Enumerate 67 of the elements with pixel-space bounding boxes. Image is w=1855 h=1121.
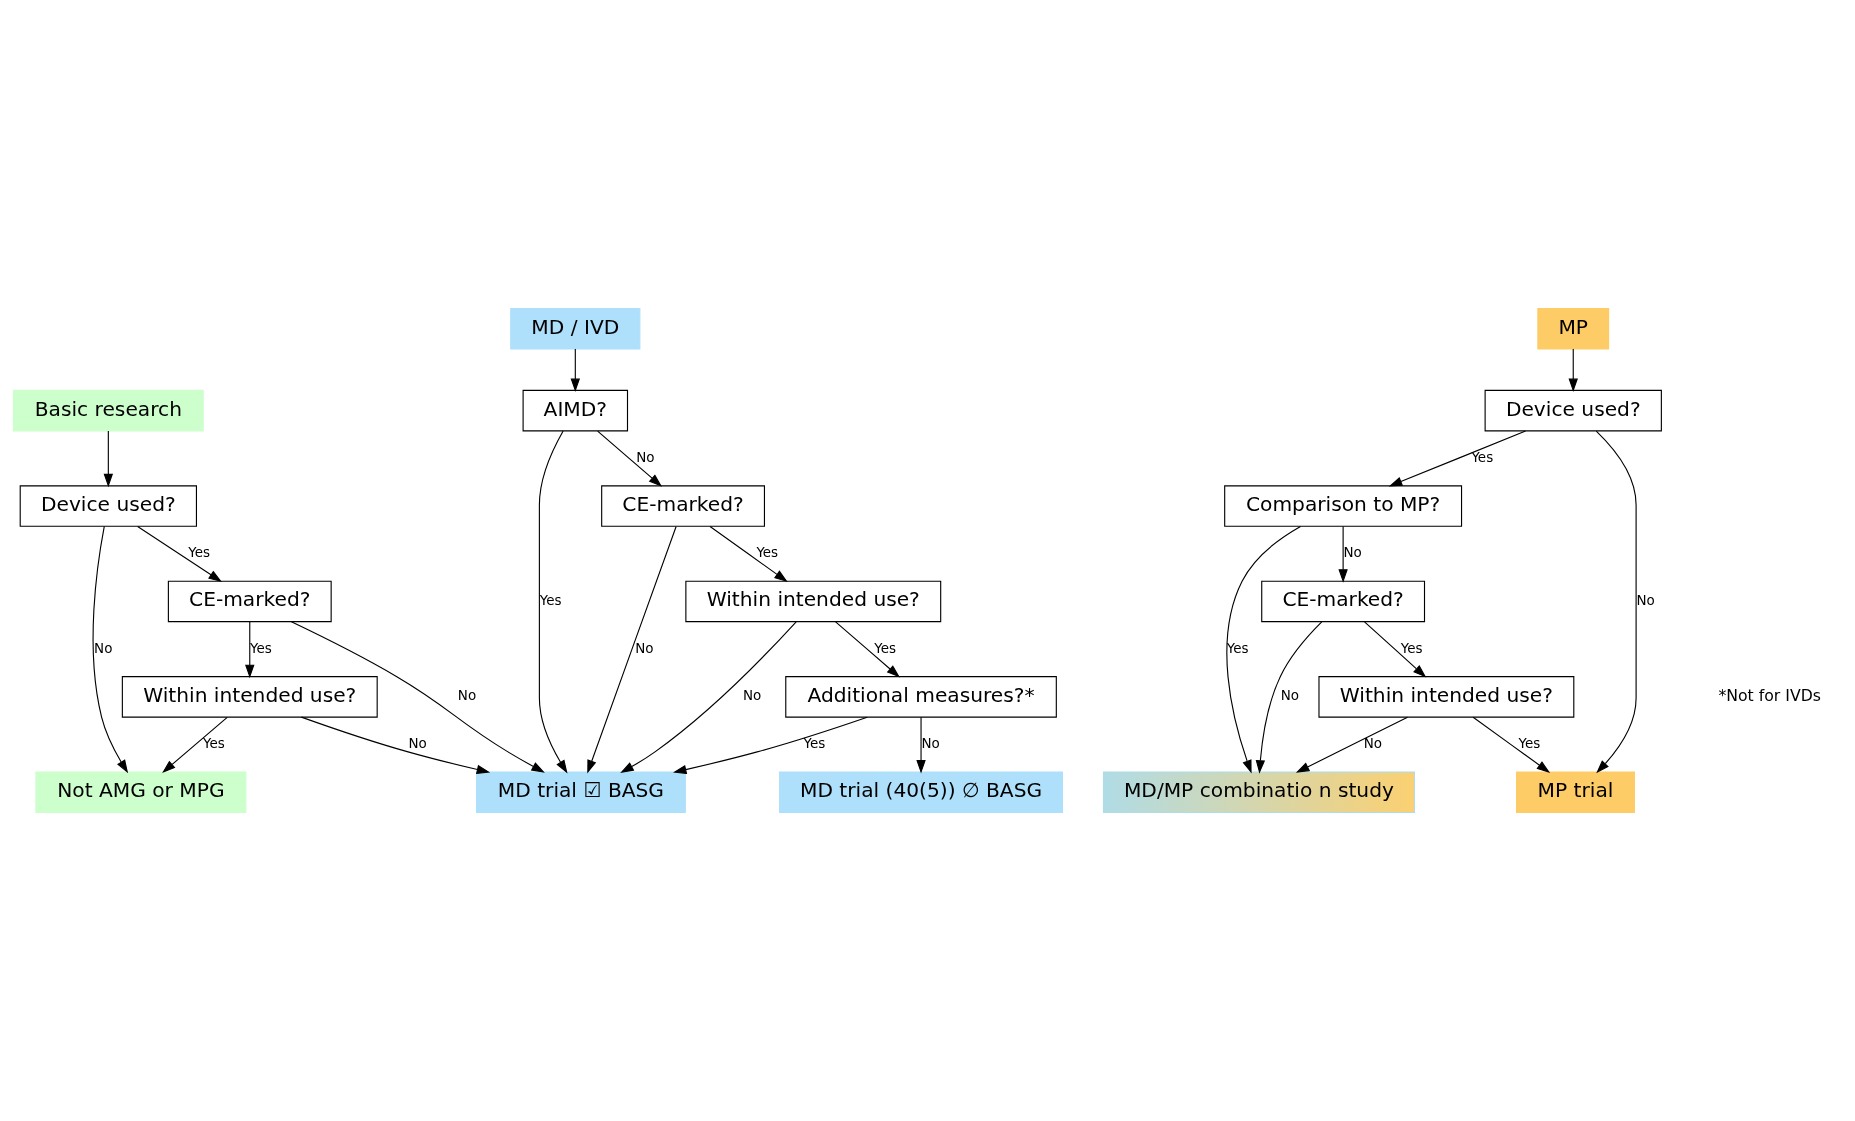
edge-label: No [921,735,940,752]
arrow [92,525,129,774]
edge-label: No [1280,687,1299,704]
node-box: MP [1537,307,1610,350]
edge-label: Yes [1471,448,1494,465]
arrow [1338,525,1348,583]
node-box: CE-marked? [601,485,765,527]
node-box: MP trial [1516,771,1635,814]
edge-label: No [636,448,655,465]
node-box: AIMD? [522,389,629,432]
edge-label: Yes [803,735,826,752]
node-box: Additional measures?* [785,676,1057,718]
arrow [1363,621,1427,678]
edge-label: No [408,735,427,752]
node-box: MD/MP combinatio n study [1102,771,1415,814]
arrow [587,526,677,774]
arrow [245,621,255,679]
node-box: Not AMG or MPG [35,771,247,814]
arrow [570,348,580,393]
arrow [1595,430,1637,774]
arrow [1568,348,1578,393]
edge-label: Yes [1400,639,1423,656]
node-box: MD trial (40(5)) ∅ BASG [779,771,1064,814]
arrow [835,621,901,678]
edge-label: No [94,639,113,656]
edge-label: Yes [1518,735,1541,752]
arrow [916,716,926,774]
arrow [597,430,663,487]
node-box: Device used? [1484,389,1662,432]
edge-label: Yes [539,591,562,608]
node-box: Within intended use? [121,676,378,718]
edge-label: Yes [756,544,779,561]
edge-label: No [457,687,477,704]
edge-label: No [742,687,762,704]
edge-label: Yes [250,639,272,656]
arrow [1388,430,1527,487]
node-box: Within intended use? [685,580,942,623]
arrow [290,621,545,773]
node-box: Device used? [19,485,197,527]
label: *Not for IVDs [1718,686,1821,706]
node-box: Basic research [12,389,204,432]
arrow [1295,716,1409,773]
node-box: CE-marked? [1261,580,1426,623]
arrow [1226,525,1302,774]
node-box: CE-marked? [167,580,332,623]
node-box: Within intended use? [1318,676,1575,718]
node-box: Comparison to MP? [1224,485,1463,527]
edge-label: Yes [1226,639,1249,656]
arrow [137,525,222,582]
edge-label: No [1363,735,1383,752]
arrow [673,716,868,775]
arrow [709,525,788,583]
arrow [1255,621,1323,774]
arrow [162,716,228,773]
node-box: MD / IVD [510,307,641,350]
node-box: MD trial ☑ BASG [475,771,686,814]
edge-label: No [635,639,654,656]
arrow [103,430,114,488]
arrow [538,430,568,774]
arrow [300,716,491,775]
arrow [1472,716,1551,773]
edge-label: No [1343,544,1362,561]
edge-label: No [1636,591,1655,608]
edge-label: Yes [202,735,225,752]
edge-label: Yes [188,544,211,561]
arrow [620,621,797,773]
edge-label: Yes [874,639,896,656]
